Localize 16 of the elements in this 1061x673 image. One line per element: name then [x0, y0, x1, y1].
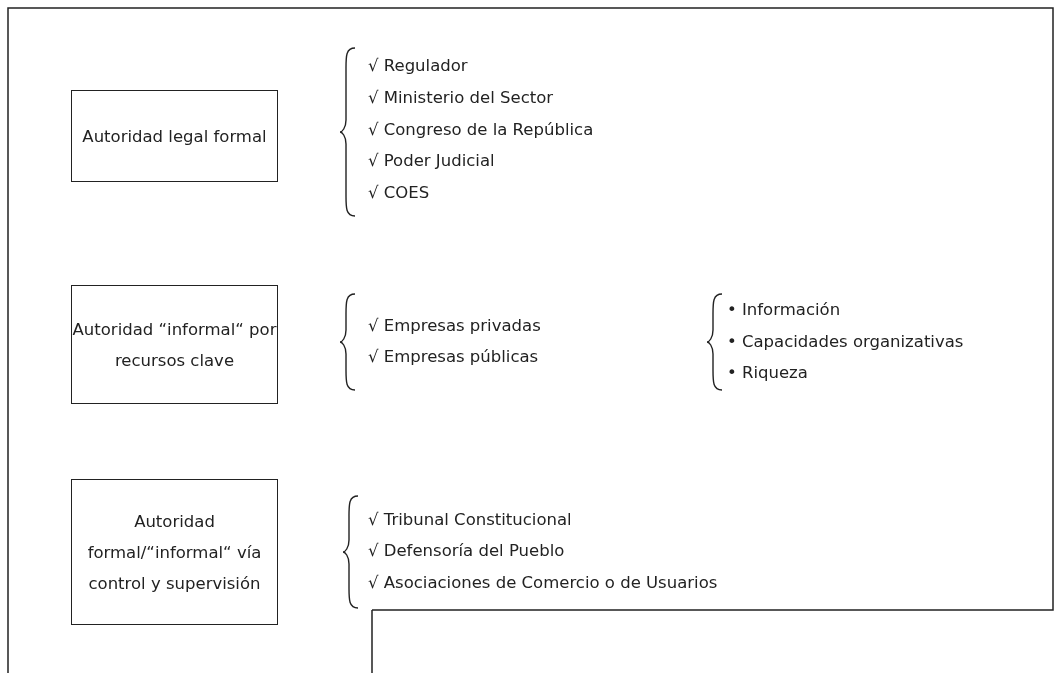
list-item: √ Tribunal Constitucional [368, 509, 572, 531]
list-item: • Información [727, 299, 841, 321]
list-item: • Capacidades organizativas [727, 331, 964, 353]
list-item: √ Ministerio del Sector [368, 87, 554, 109]
list-item: √ Empresas públicas [368, 346, 539, 368]
list-item: √ Empresas privadas [368, 315, 541, 337]
category-box: Autoridad “informal“ por recursos clave [71, 285, 278, 404]
list-item: √ Regulador [368, 55, 468, 77]
list-item: √ Asociaciones de Comercio o de Usuarios [368, 572, 718, 594]
list-item: √ COES [368, 182, 430, 204]
category-box: Autoridad formal/“informal“ vía control y supervisión [71, 479, 278, 625]
list-item: • Riqueza [727, 362, 808, 384]
list-item: √ Poder Judicial [368, 150, 495, 172]
list-item: √ Defensoría del Pueblo [368, 540, 565, 562]
category-box: Autoridad legal formal [71, 90, 278, 182]
list-item: √ Congreso de la República [368, 119, 594, 141]
